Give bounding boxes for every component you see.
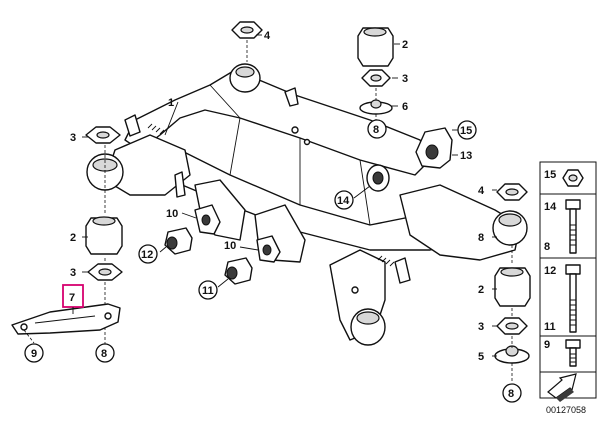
callout-11: 11	[202, 285, 214, 297]
callout-3-top-right: 3	[402, 73, 408, 85]
callout-1: 1	[168, 97, 174, 109]
stop-plate-left-upper	[85, 126, 121, 144]
callout-8-right-bottom: 8	[508, 388, 514, 400]
legend-8: 8	[544, 241, 550, 253]
callout-10-a: 10	[166, 208, 178, 220]
callout-8-right-mid: 8	[478, 232, 484, 244]
stop-plate-left-lower	[87, 263, 123, 281]
callout-13: 13	[460, 150, 472, 162]
direction-arrow-icon	[547, 373, 577, 402]
rubber-bush-center	[366, 164, 390, 192]
rubber-mount-top-right	[357, 27, 394, 67]
legend-9: 9	[544, 339, 550, 351]
callout-6: 6	[402, 101, 408, 113]
callout-14: 14	[337, 195, 350, 207]
callout-2-top-right: 2	[402, 39, 408, 51]
legend-12: 12	[544, 265, 556, 277]
rubber-mount-left	[85, 216, 123, 255]
callout-3-right: 3	[478, 321, 484, 333]
frame-mount-bush-rear-right	[492, 210, 528, 246]
callout-9: 9	[31, 348, 37, 360]
mount-bracket-10a	[194, 204, 221, 235]
washer-top-right	[359, 99, 393, 115]
parts-legend: 15 14 8 12 11 9	[539, 161, 597, 402]
stop-plate-top-left	[231, 21, 263, 39]
short-bolt-icon	[565, 339, 581, 367]
callout-12: 12	[141, 249, 153, 261]
frame-mount-bush-front-right	[350, 308, 386, 346]
long-bolt-icon	[565, 199, 581, 254]
callout-8-left: 8	[101, 348, 107, 360]
legend-15: 15	[544, 169, 556, 181]
callout-10-b: 10	[224, 240, 236, 252]
frame-mount-bush-rear-left	[229, 63, 261, 93]
bush-rubber-12	[164, 227, 193, 255]
callout-2-right: 2	[478, 284, 484, 296]
callout-4-right: 4	[478, 185, 485, 197]
bush-large-right	[415, 127, 453, 169]
callout-5: 5	[478, 351, 484, 363]
rear-axle-subframe[interactable]	[104, 69, 521, 341]
legend-14: 14	[544, 201, 557, 213]
bolt-icon	[565, 264, 581, 333]
reinforcement-plate[interactable]	[11, 303, 121, 335]
callout-8-top-right: 8	[373, 124, 379, 136]
callout-3-left-top: 3	[70, 132, 76, 144]
reference-number: 00127058	[546, 405, 586, 415]
stop-plate-top-right	[361, 69, 391, 87]
callout-15: 15	[460, 125, 472, 137]
callout-2-left: 2	[70, 232, 76, 244]
callout-7[interactable]: 7	[69, 292, 75, 304]
callout-4-top: 4	[264, 30, 271, 42]
bush-rubber-11	[224, 257, 253, 285]
stop-plate-right-lower	[496, 317, 528, 335]
rubber-mount-right	[494, 267, 531, 307]
legend-11: 11	[544, 321, 556, 333]
stop-plate-right-upper	[496, 183, 528, 201]
callout-3-left-bottom: 3	[70, 267, 76, 279]
washer-right-lower	[494, 345, 530, 364]
mount-bracket-10b	[256, 235, 281, 263]
hex-nut-icon	[562, 169, 584, 187]
